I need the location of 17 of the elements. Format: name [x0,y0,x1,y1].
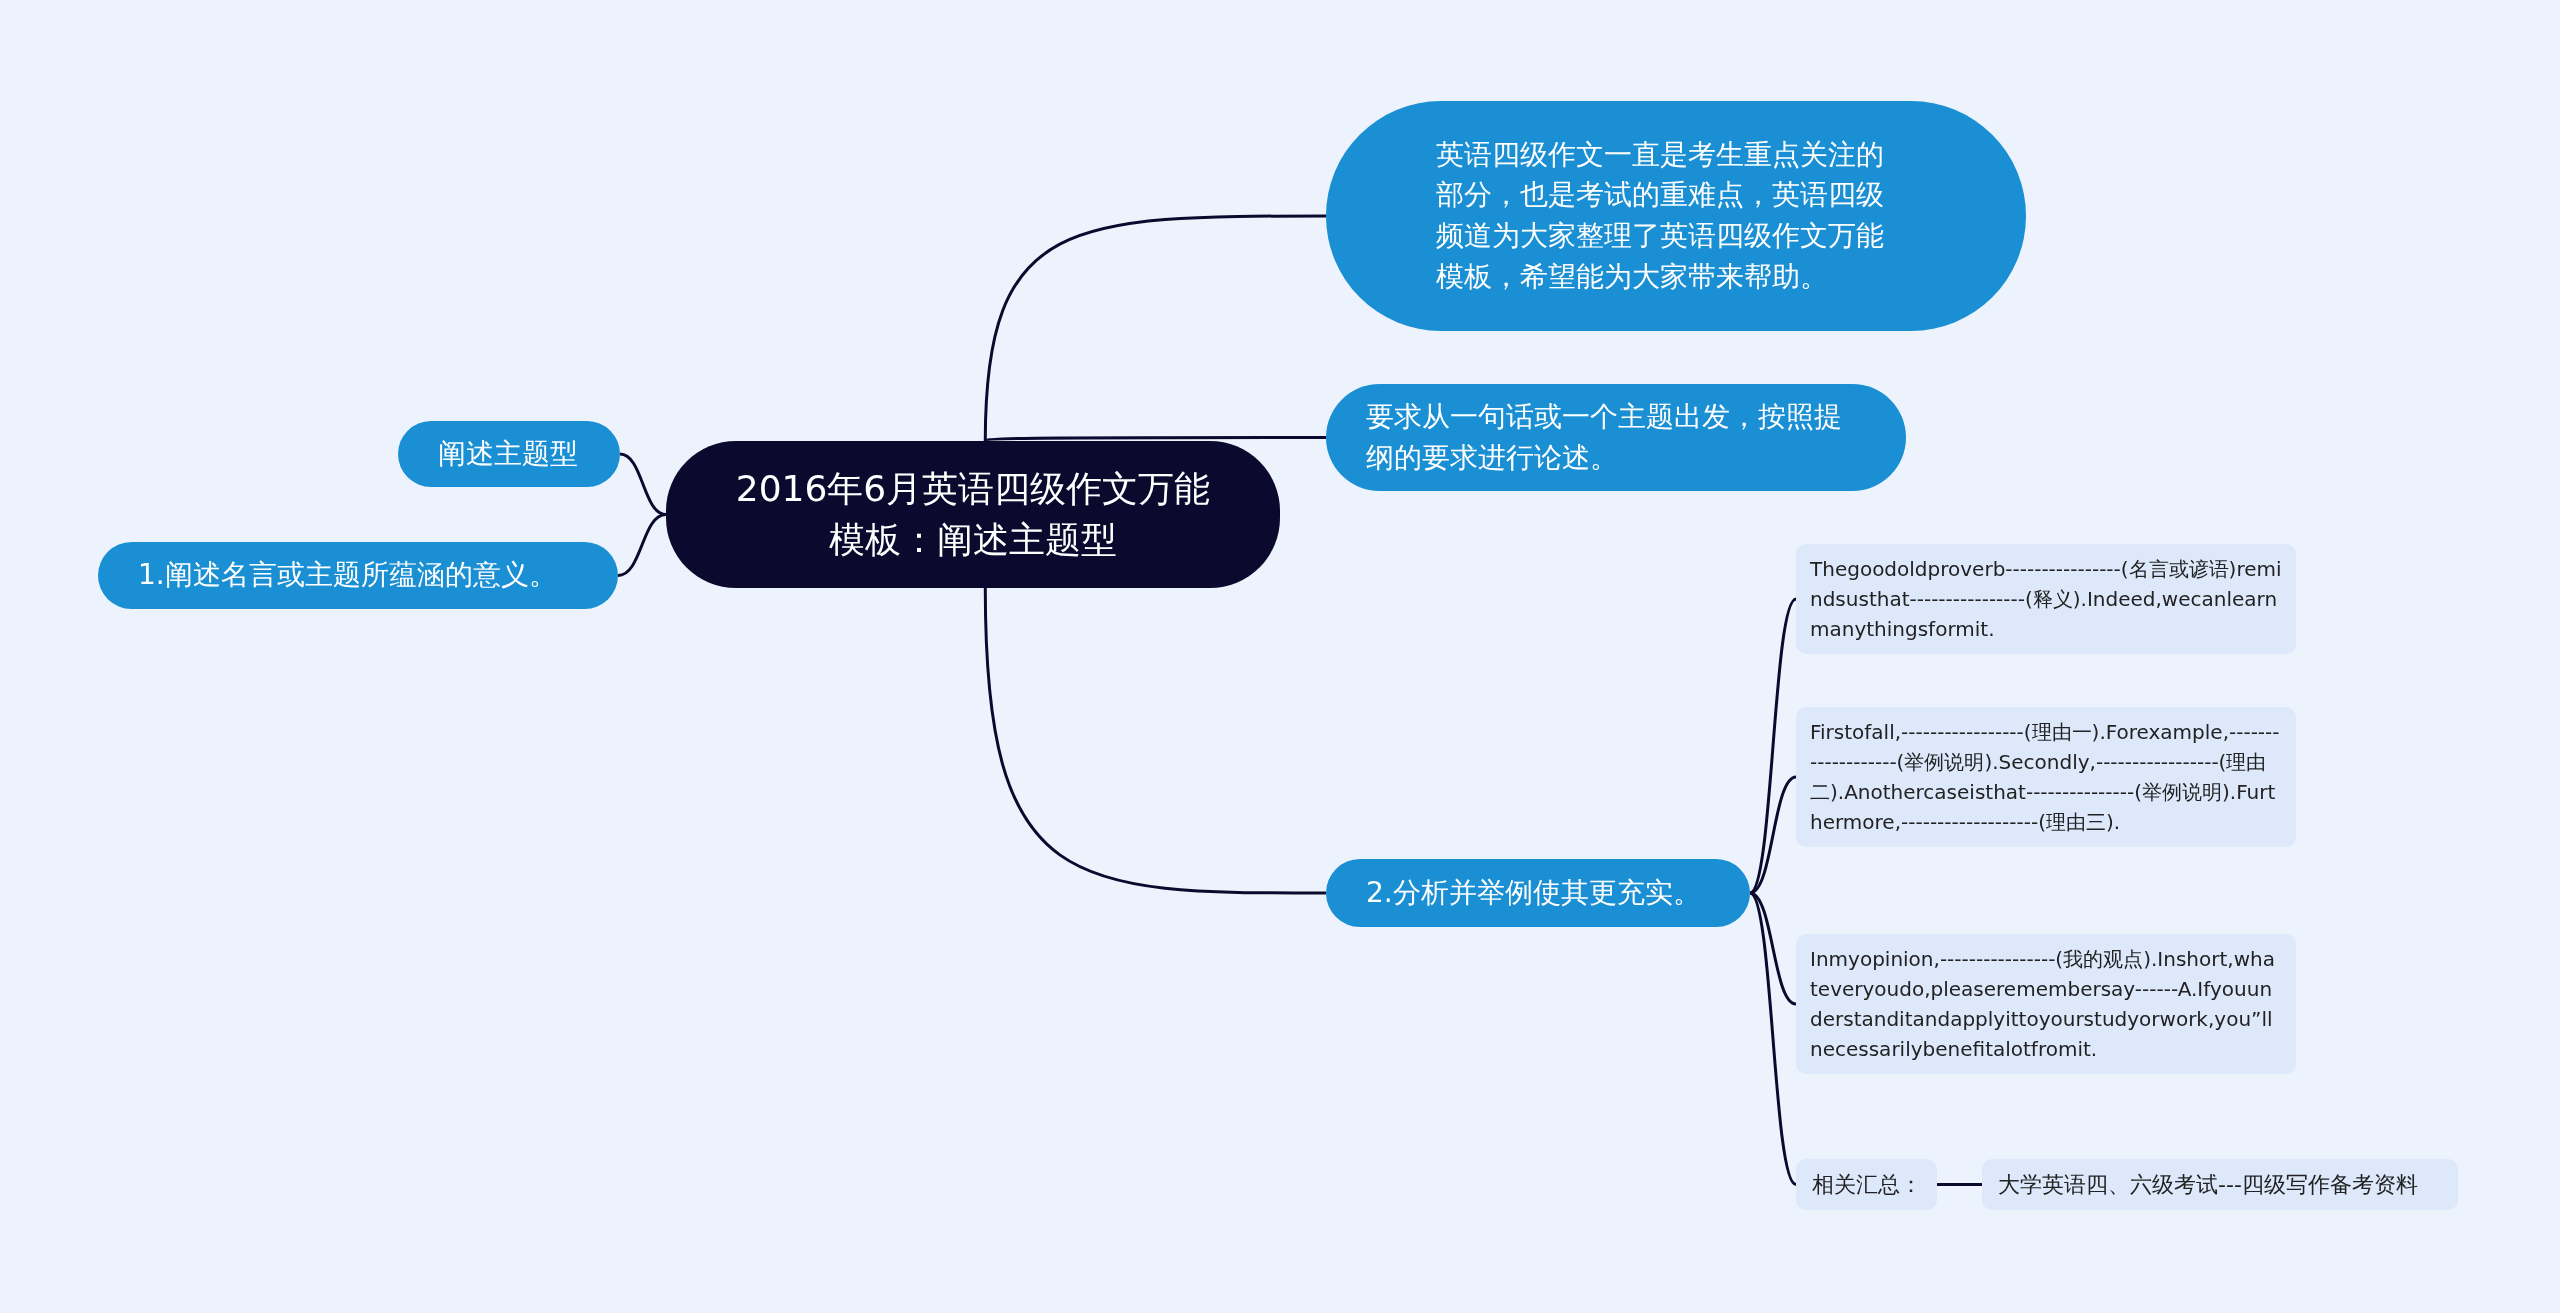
note-card: Firstofall,-----------------(理由一).Forexample,-------------------(举例说明).Secondly,-----------------(理由二).Anothercaseisthat---------------(举例说明).Furthermore,-------------------(理由三). [1796,707,2296,847]
connector-line [1748,892,1798,1186]
subtopic-node: 大学英语四、六级考试---四级写作备考资料 [1982,1159,2458,1210]
topic-node: 要求从一句话或一个主题出发，按照提纲的要求进行论述。 [1326,384,1906,491]
connector-line [983,587,1326,895]
connector-line [617,513,667,577]
topic-node: 阐述主题型 [398,421,620,487]
central-topic: 2016年6月英语四级作文万能模板：阐述主题型 [666,441,1280,588]
topic-node: 英语四级作文一直是考生重点关注的部分，也是考试的重难点，英语四级频道为大家整理了英语四级作文万能模板，希望能为大家带来帮助。 [1326,101,2026,331]
connector-line [1937,1183,1982,1186]
subtopic-node: 相关汇总： [1796,1159,1937,1210]
note-card: Inmyopinion,----------------(我的观点).Inshort,whateveryoudo,pleaseremembersay------A.Ifyouunderstanditandapplyittoyourstudyorwork,you”llnecessarilybenefitalotfromit. [1796,934,2296,1074]
connector-line [984,436,1326,443]
connector-line [983,214,1326,442]
note-card: Thegoodoldproverb----------------(名言或谚语)remindsusthat----------------(释义).Indeed,wecanlearnmanythingsformit. [1796,544,2296,654]
topic-node: 2.分析并举例使其更充实。 [1326,859,1750,927]
topic-node: 1.阐述名言或主题所蕴涵的意义。 [98,542,618,609]
